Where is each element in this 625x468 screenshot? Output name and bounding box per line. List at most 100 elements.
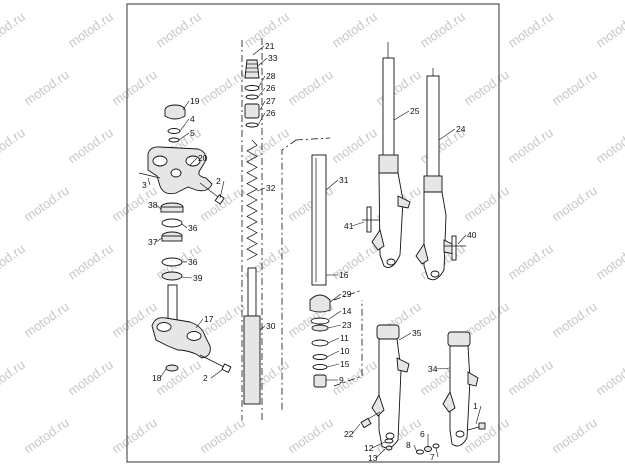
watermark-text: motod.ru — [417, 9, 468, 51]
watermark-text: motod.ru — [285, 67, 336, 109]
callout-leader — [329, 293, 342, 303]
callout-label: 31 — [339, 175, 349, 185]
callout-label: 7 — [430, 452, 435, 462]
dust-seal-18 — [165, 364, 179, 372]
fork-spring — [246, 139, 258, 261]
callout-leader — [435, 367, 451, 370]
seal-14 — [310, 317, 330, 325]
steering-stem-assembly — [138, 104, 232, 374]
fork-leg-25 — [371, 42, 411, 269]
callout-label: 23 — [342, 320, 352, 330]
bolt-2-lower-head — [221, 363, 232, 374]
damper-column — [241, 38, 263, 420]
washer-7 — [432, 443, 440, 449]
callout-leader — [413, 444, 418, 453]
o-ring-28 — [244, 85, 260, 91]
callout-leader — [195, 318, 204, 329]
callout-leader — [159, 368, 167, 379]
callout-label: 19 — [190, 96, 200, 106]
callout-label: 35 — [412, 328, 422, 338]
callout-leader — [435, 447, 439, 458]
callout-label: 1 — [473, 401, 478, 411]
washer-12 — [384, 438, 394, 444]
callout-label: 11 — [340, 333, 349, 343]
watermark-text: motod.ru — [549, 67, 600, 109]
slider-34-top — [447, 331, 471, 347]
drawing-frame — [126, 3, 500, 463]
leg-25-lug — [371, 228, 385, 251]
callout-leader — [351, 423, 361, 435]
watermark-text: motod.ru — [65, 9, 116, 51]
callout-leader — [147, 177, 151, 186]
bolt-22-shank — [367, 411, 381, 420]
callout-label: 5 — [190, 128, 195, 138]
callout-label: 26 — [266, 83, 276, 93]
damper-cylinder — [243, 315, 261, 405]
leg-25-caliper-mount — [397, 195, 411, 209]
steering-stem-shaft — [167, 284, 178, 322]
watermark-text: motod.ru — [593, 357, 625, 399]
watermark-text: motod.ru — [109, 415, 160, 457]
callout-label: 16 — [339, 270, 349, 280]
watermark-text: motod.ru — [0, 125, 28, 167]
fork-leg-24 — [415, 68, 457, 281]
stem-cap-body — [164, 110, 186, 120]
watermark-text: motod.ru — [0, 9, 28, 51]
watermark-text: motod.ru — [109, 299, 160, 341]
damper-dash-outline — [241, 38, 263, 420]
link-dash-right — [333, 289, 363, 387]
callout-label: 28 — [266, 71, 276, 81]
fork-tube-column — [281, 137, 363, 410]
callout-leader — [371, 441, 386, 449]
callout-label: 13 — [368, 453, 378, 463]
leg-25-axle-hole — [386, 258, 396, 266]
watermark-text: motod.ru — [461, 415, 512, 457]
callout-label: 29 — [342, 289, 352, 299]
slider-34-body — [449, 345, 471, 447]
seal-39 — [161, 271, 183, 281]
leg-24-slider — [423, 191, 447, 281]
tube-dash-outline — [281, 137, 331, 410]
callout-leader — [351, 221, 365, 227]
callout-leader — [327, 324, 342, 329]
callout-leader — [327, 337, 340, 344]
callout-label: 33 — [268, 53, 278, 63]
pin-40 — [451, 235, 457, 261]
ring-15 — [312, 364, 328, 370]
watermark-text: motod.ru — [549, 415, 600, 457]
damper-rod — [247, 267, 257, 317]
watermark-text: motod.ru — [505, 357, 556, 399]
callout-leader — [328, 310, 342, 320]
callout-leader — [256, 187, 266, 192]
callout-label: 36 — [188, 223, 198, 233]
watermark-text: motod.ru — [21, 67, 72, 109]
leg-24-axle-hole — [430, 270, 440, 278]
watermark-text: motod.ru — [65, 357, 116, 399]
callout-label: 25 — [410, 106, 420, 116]
watermark-text: motod.ru — [153, 9, 204, 51]
callout-leader — [219, 180, 225, 199]
upper-bracket-hole-left — [152, 155, 168, 167]
watermark-text: motod.ru — [461, 183, 512, 225]
watermark-text: motod.ru — [285, 183, 336, 225]
callout-leader — [375, 448, 386, 459]
upper-bracket-hole-center — [170, 168, 182, 178]
watermark-text: motod.ru — [197, 67, 248, 109]
callout-label: 24 — [456, 124, 466, 134]
washer-26-bottom — [245, 122, 259, 128]
pin-41 — [366, 206, 372, 233]
callout-label: 40 — [467, 230, 477, 240]
outer-slider-35 — [371, 324, 410, 449]
callout-label: 34 — [428, 364, 438, 374]
watermark-text: motod.ru — [505, 125, 556, 167]
watermark-text: motod.ru — [241, 125, 292, 167]
bolt-2-upper-head — [214, 194, 225, 205]
washer-23 — [311, 324, 329, 332]
callout-leader — [210, 369, 223, 379]
callout-leader — [257, 75, 266, 89]
callout-label: 2 — [203, 373, 208, 383]
callout-leader — [181, 223, 188, 229]
callout-leader — [182, 100, 190, 111]
leg-25-tube — [382, 57, 395, 159]
slide-bushing-29 — [309, 294, 331, 313]
